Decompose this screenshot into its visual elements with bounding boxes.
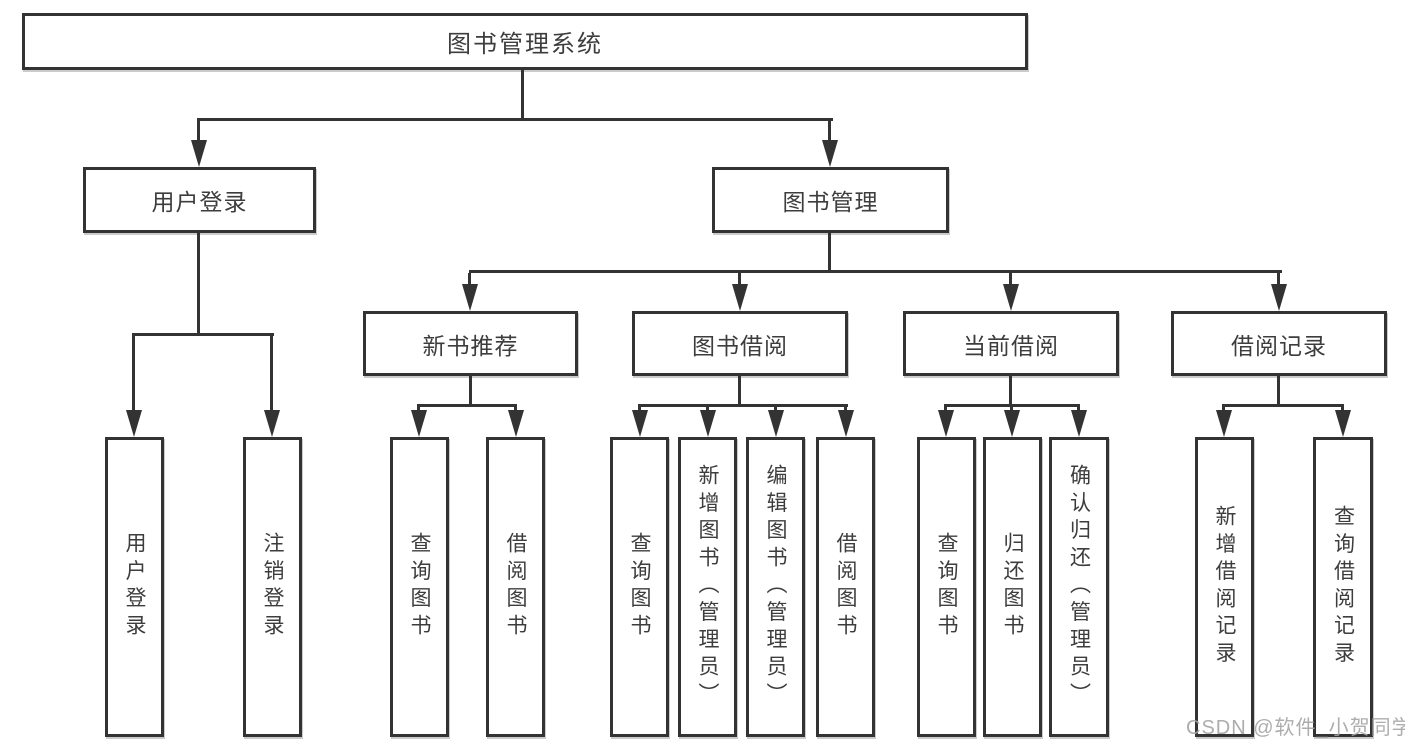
connector-book-mgmt-stem (828, 121, 831, 144)
arrowhead-g3c2-icon (1004, 410, 1020, 437)
arrowhead-leaf-user-login-icon (126, 410, 142, 437)
arrowhead-user-login-icon (191, 140, 207, 167)
leaf-return-books: 归还图书 (983, 437, 1042, 737)
arrowhead-g1c2-icon (508, 410, 524, 437)
connector-level1-split (197, 118, 833, 121)
connector-book-mgmt-down (828, 233, 831, 272)
arrowhead-g4c2-icon (1335, 410, 1351, 437)
arrowhead-g2c2-icon (700, 410, 716, 437)
leaf-query-books-current: 查询图书 (917, 437, 976, 737)
connector-level3-split (469, 270, 1282, 273)
arrowhead-g4c1-icon (1216, 410, 1232, 437)
arrowhead-g2c3-icon (768, 410, 784, 437)
connector-leaf-user-login-stem (132, 336, 135, 413)
leaf-borrow-books-recommend: 借阅图书 (486, 437, 545, 737)
leaf-query-books-borrowing: 查询图书 (610, 437, 669, 737)
connector-g2-down (738, 376, 741, 407)
connector-user-login-down (197, 233, 200, 335)
arrowhead-borrow-records-icon (1271, 284, 1287, 311)
arrowhead-g3c3-icon (1071, 410, 1087, 437)
leaf-confirm-return-admin: 确认归还（管理员） (1049, 437, 1109, 737)
arrowhead-g3c1-icon (938, 410, 954, 437)
node-book-borrowing: 图书借阅 (632, 311, 848, 376)
connector-root-stem (521, 70, 524, 121)
connector-g3-down (1009, 376, 1012, 407)
node-current-borrowing: 当前借阅 (903, 311, 1119, 376)
node-borrowing-records: 借阅记录 (1171, 311, 1387, 376)
connector-g4-split (1222, 404, 1344, 407)
leaf-edit-books-admin: 编辑图书（管理员） (746, 437, 805, 737)
connector-borrow-records-stem (1277, 273, 1280, 287)
connector-book-borrow-stem (738, 273, 741, 287)
node-new-book-recommend: 新书推荐 (363, 311, 578, 376)
connector-current-borrow-stem (1009, 273, 1012, 287)
connector-g3-split (944, 404, 1080, 407)
leaf-user-login: 用户登录 (105, 437, 164, 737)
leaf-query-books-recommend: 查询图书 (390, 437, 449, 737)
arrowhead-g1c1-icon (411, 410, 427, 437)
leaf-logout: 注销登录 (243, 437, 302, 737)
connector-user-login-stem (197, 121, 200, 144)
arrowhead-new-book-icon (462, 284, 478, 311)
leaf-add-borrow-record: 新增借阅记录 (1195, 437, 1254, 737)
csdn-watermark: CSDN @软件_小贺同学 (1186, 717, 1405, 739)
connector-new-book-stem (468, 273, 471, 287)
arrowhead-current-borrow-icon (1003, 284, 1019, 311)
node-library-system: 图书管理系统 (22, 13, 1028, 70)
leaf-query-borrow-record: 查询借阅记录 (1313, 437, 1373, 737)
arrowhead-book-borrow-icon (732, 284, 748, 311)
leaf-borrow-books-borrowing: 借阅图书 (816, 437, 875, 737)
node-book-management: 图书管理 (712, 167, 949, 233)
connector-leaf-logout-stem (270, 336, 273, 413)
arrowhead-leaf-logout-icon (264, 410, 280, 437)
arrowhead-g2c4-icon (838, 410, 854, 437)
connector-g1-split (417, 404, 517, 407)
arrowhead-g2c1-icon (632, 410, 648, 437)
connector-g2-split (638, 404, 848, 407)
node-user-login: 用户登录 (83, 167, 316, 233)
arrowhead-book-mgmt-icon (822, 140, 838, 167)
connector-user-login-split (132, 333, 274, 336)
connector-g4-down (1277, 376, 1280, 407)
connector-g1-down (469, 376, 472, 407)
leaf-add-books-admin: 新增图书（管理员） (678, 437, 737, 737)
